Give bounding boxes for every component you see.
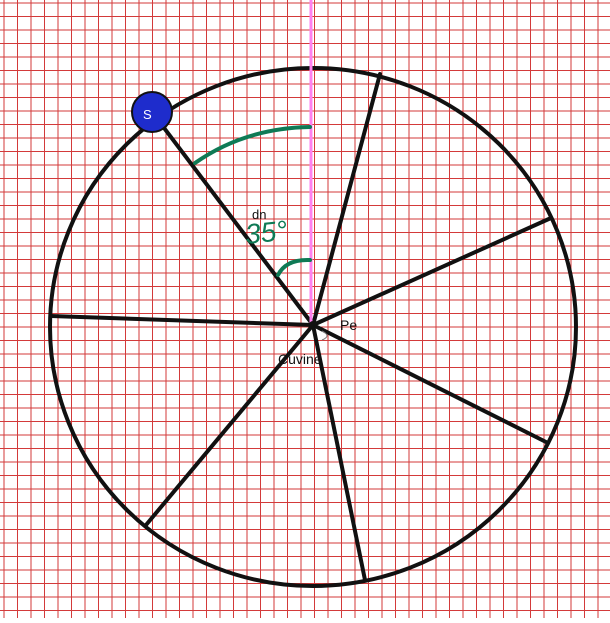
center-angle-mark: [321, 330, 328, 341]
center-point-label: Pe: [340, 317, 357, 333]
angle-annotation: 35°: [244, 215, 289, 250]
inner-angle-arc: [276, 257, 312, 277]
spoke-top-right: [311, 72, 382, 327]
spokes: [49, 72, 553, 582]
spoke-label: dn: [252, 207, 266, 222]
spoke-right-lower: [311, 323, 548, 444]
spoke-right-upper: [311, 216, 553, 327]
seat-marker[interactable]: S: [131, 91, 173, 133]
spoke-bottom: [311, 323, 367, 582]
spoke-bottom-left: [144, 323, 315, 527]
center-point-dot[interactable]: [309, 321, 317, 329]
seat-marker-label: S: [143, 107, 152, 122]
outer-angle-arc: [193, 125, 312, 165]
center-name-label: Cuvine: [278, 351, 322, 367]
wheel-circle: [48, 66, 578, 588]
spoke-left: [49, 314, 315, 327]
seat-marker-circle[interactable]: [131, 91, 173, 133]
spoke-to-marker: [150, 110, 315, 327]
